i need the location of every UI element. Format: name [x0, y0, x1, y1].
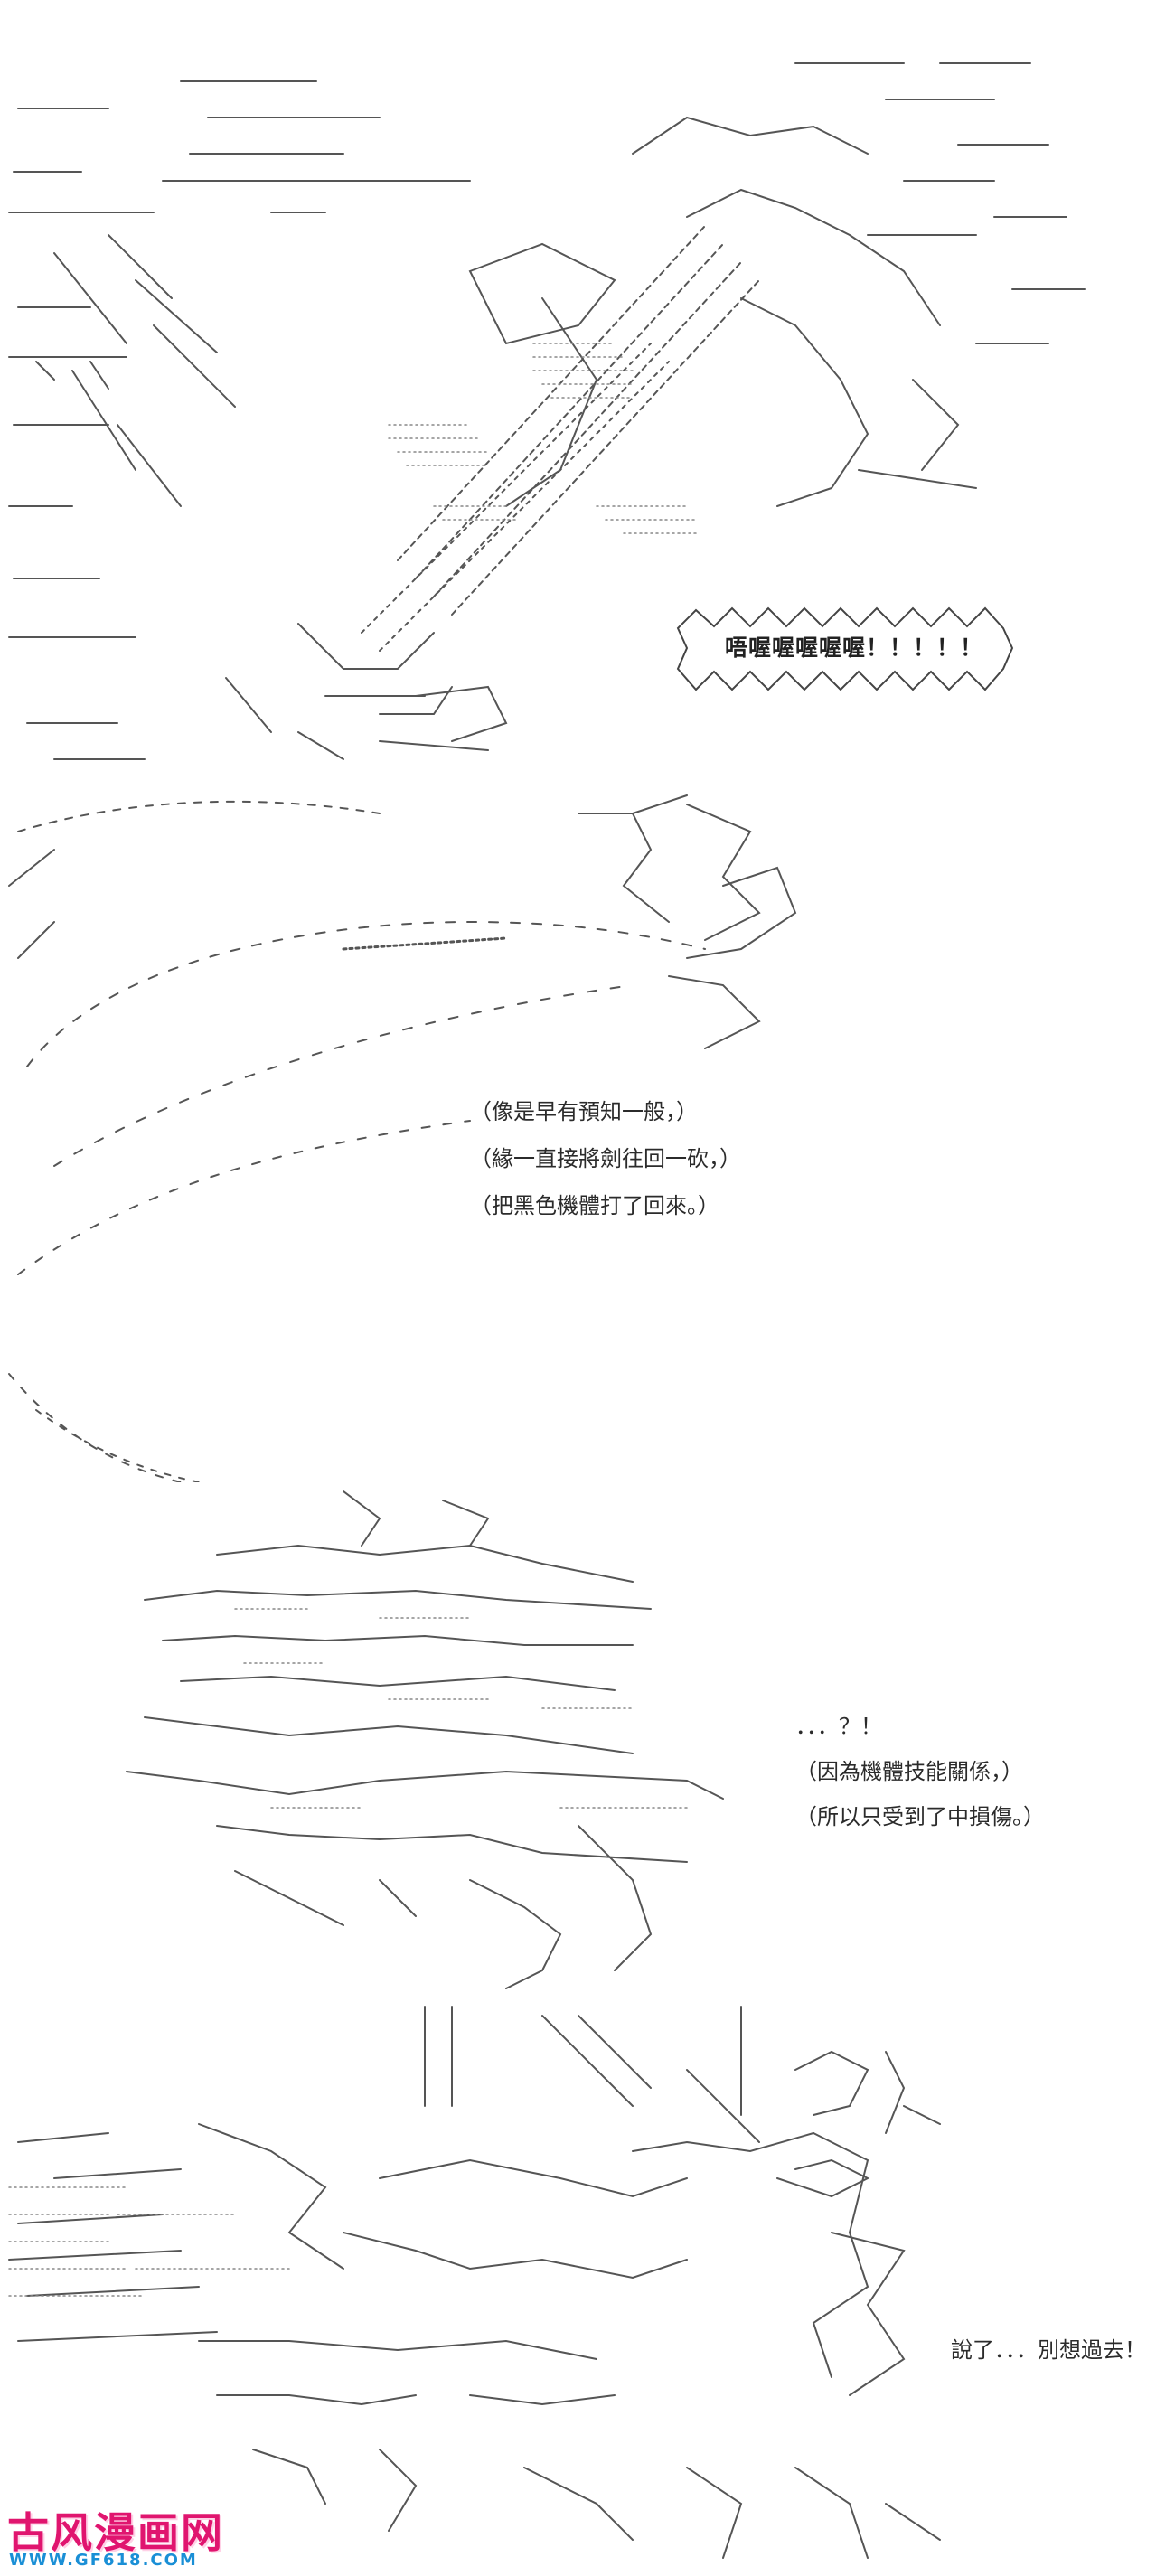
shout-bubble: 唔喔喔喔喔喔！！！！！: [669, 583, 1021, 714]
reaction-line: ．．．？！: [795, 1714, 882, 1739]
panel-4: 說了．．．別想過去！: [0, 1998, 1175, 2576]
panel-2: （像是早有預知一般，） （緣一直接將劍往回一砍，） （把黑色機體打了回來。）: [0, 777, 1175, 1482]
narration-line-1: （像是早有預知一般，）: [470, 1099, 698, 1124]
shout-bubble-outline: [676, 606, 1014, 691]
panel-3: ．．．？！ （因為機體技能關係，） （所以只受到了中損傷。）: [0, 1482, 1175, 1998]
site-watermark: 古风漫画网 WWW.GF618.COM: [7, 2500, 242, 2572]
watermark-url: WWW.GF618.COM: [9, 2551, 198, 2570]
panel-3-lineart: [126, 1490, 724, 1989]
narration-line-3: （把黑色機體打了回來。）: [470, 1193, 719, 1218]
dialogue-line: 說了．．．別想過去！: [951, 2337, 1146, 2363]
narration-line-4: （因為機體技能關係，）: [795, 1759, 1023, 1784]
panel-2-lineart: [8, 794, 797, 1482]
panel-1-lineart: [8, 62, 1086, 760]
narration-line-2: （緣一直接將劍往回一砍，）: [470, 1146, 741, 1171]
shout-text: 唔喔喔喔喔喔！！！！！: [725, 635, 984, 661]
watermark-brand: 古风漫画网: [7, 2508, 224, 2557]
panel-4-lineart: [8, 2006, 941, 2559]
narration-line-5: （所以只受到了中損傷。）: [795, 1804, 1045, 1829]
panel-1: 唔喔喔喔喔喔！！！！！: [0, 0, 1175, 777]
